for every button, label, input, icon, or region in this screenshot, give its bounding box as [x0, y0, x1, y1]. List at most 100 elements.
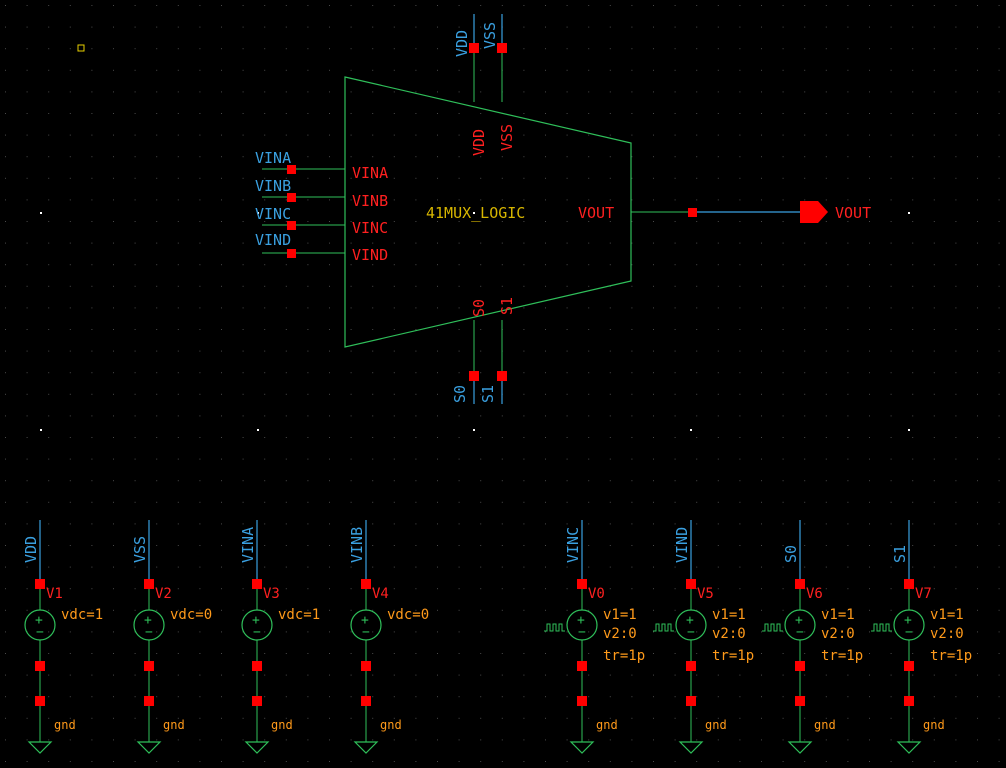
- ground-label: gnd: [814, 718, 836, 732]
- ground-pin[interactable]: [795, 696, 805, 706]
- source-pin-plus[interactable]: [686, 579, 696, 589]
- ground-icon: [244, 741, 270, 754]
- mux-select-pin-s0[interactable]: S0 S0: [451, 299, 488, 404]
- source-param: tr=1p: [603, 648, 645, 664]
- source-pin-minus[interactable]: [361, 661, 371, 671]
- source-instance-name: V5: [697, 586, 714, 602]
- source-param: tr=1p: [821, 648, 863, 664]
- output-pin-arrow-icon[interactable]: [800, 201, 828, 223]
- net-label-vss: VSS: [131, 536, 149, 563]
- minus-sign-icon: −: [36, 625, 44, 640]
- pulse-waveform-icon: [653, 623, 674, 632]
- mux-supply-pin-vdd[interactable]: VDD VDD: [453, 14, 488, 156]
- source-param: v2:0: [821, 626, 855, 642]
- mux-pin-label-vina: VINA: [352, 164, 388, 182]
- pulse-waveform-icon: [871, 623, 892, 632]
- minus-sign-icon: −: [145, 625, 153, 640]
- source-pin-minus[interactable]: [252, 661, 262, 671]
- ground-label: gnd: [54, 718, 76, 732]
- source-pin-minus[interactable]: [35, 661, 45, 671]
- mux-output-pin-vout[interactable]: VOUT: [578, 204, 800, 222]
- plus-sign-icon: +: [686, 613, 694, 628]
- ground-label: gnd: [271, 718, 293, 732]
- source-pin-plus[interactable]: [904, 579, 914, 589]
- source-instance-name: V6: [806, 586, 823, 602]
- net-label-vinb: VINB: [348, 527, 366, 563]
- mux-input-pin-vinc[interactable]: VINC VINC: [255, 205, 388, 237]
- source-pin-minus[interactable]: [795, 661, 805, 671]
- ground-pin[interactable]: [144, 696, 154, 706]
- ground-icon: [136, 741, 162, 754]
- mux-instance[interactable]: 41MUX_LOGIC VINA VINA VINB VINB VINC VIN…: [255, 14, 871, 404]
- source-instance-name: V2: [155, 586, 172, 602]
- source-pin-plus[interactable]: [252, 579, 262, 589]
- ground-label: gnd: [163, 718, 185, 732]
- ground-icon: [353, 741, 379, 754]
- source-param: v1=1: [930, 607, 964, 623]
- source-pin-minus[interactable]: [577, 661, 587, 671]
- mux-pin-label-vinb: VINB: [352, 192, 388, 210]
- mux-supply-pin-vss[interactable]: VSS VSS: [481, 14, 516, 151]
- output-port-label: VOUT: [835, 204, 871, 222]
- plus-sign-icon: +: [795, 613, 803, 628]
- mux-symbol-body[interactable]: [344, 76, 632, 348]
- pulse-waveform-icon: [762, 623, 783, 632]
- net-label-vinc-left: VINC: [255, 205, 291, 223]
- mux-instance-name: 41MUX_LOGIC: [426, 204, 525, 222]
- source-instance-name: V7: [915, 586, 932, 602]
- ground-pin[interactable]: [904, 696, 914, 706]
- mux-input-pin-vina[interactable]: VINA VINA: [255, 149, 388, 182]
- net-label-vina-left: VINA: [255, 149, 291, 167]
- source-pin-plus[interactable]: [361, 579, 371, 589]
- plus-sign-icon: +: [361, 613, 369, 628]
- pulse-waveform-icon: [544, 623, 565, 632]
- source-pin-minus[interactable]: [904, 661, 914, 671]
- net-label-vdd-top: VDD: [453, 30, 471, 57]
- ground-label: gnd: [380, 718, 402, 732]
- ground-pin[interactable]: [252, 696, 262, 706]
- mux-pin-label-vind: VIND: [352, 246, 388, 264]
- source-pin-minus[interactable]: [144, 661, 154, 671]
- plus-sign-icon: +: [252, 613, 260, 628]
- minus-sign-icon: −: [253, 625, 261, 640]
- source-param: v1=1: [712, 607, 746, 623]
- net-label-s0: S0: [782, 545, 800, 563]
- source-instance-name: V3: [263, 586, 280, 602]
- source-param: vdc=1: [278, 607, 320, 623]
- ground-pin[interactable]: [577, 696, 587, 706]
- ground-pin[interactable]: [361, 696, 371, 706]
- net-label-vinb-left: VINB: [255, 177, 291, 195]
- minus-sign-icon: −: [362, 625, 370, 640]
- voltage-sources: VDD+−gndV1vdc=1VSS+−gndV2vdc=0VINA+−gndV…: [22, 520, 972, 754]
- mux-input-pin-vind[interactable]: VIND VIND: [255, 231, 388, 264]
- source-param: vdc=0: [170, 607, 212, 623]
- source-instance-name: V4: [372, 586, 389, 602]
- source-pin-plus[interactable]: [577, 579, 587, 589]
- net-label-vind: VIND: [673, 527, 691, 563]
- source-pin-minus[interactable]: [686, 661, 696, 671]
- net-label-vind-left: VIND: [255, 231, 291, 249]
- ground-pin[interactable]: [35, 696, 45, 706]
- source-pin-plus[interactable]: [35, 579, 45, 589]
- source-param: v2:0: [603, 626, 637, 642]
- mux-pin-label-vout: VOUT: [578, 204, 614, 222]
- ground-icon: [27, 741, 53, 754]
- ground-label: gnd: [596, 718, 618, 732]
- source-pin-plus[interactable]: [144, 579, 154, 589]
- source-pin-plus[interactable]: [795, 579, 805, 589]
- ground-pin[interactable]: [686, 696, 696, 706]
- mux-input-pin-vinb[interactable]: VINB VINB: [255, 177, 388, 210]
- output-port-vout[interactable]: VOUT: [800, 201, 871, 223]
- mux-select-pin-s1[interactable]: S1 S1: [479, 297, 516, 404]
- mux-pin-label-vss: VSS: [498, 124, 516, 151]
